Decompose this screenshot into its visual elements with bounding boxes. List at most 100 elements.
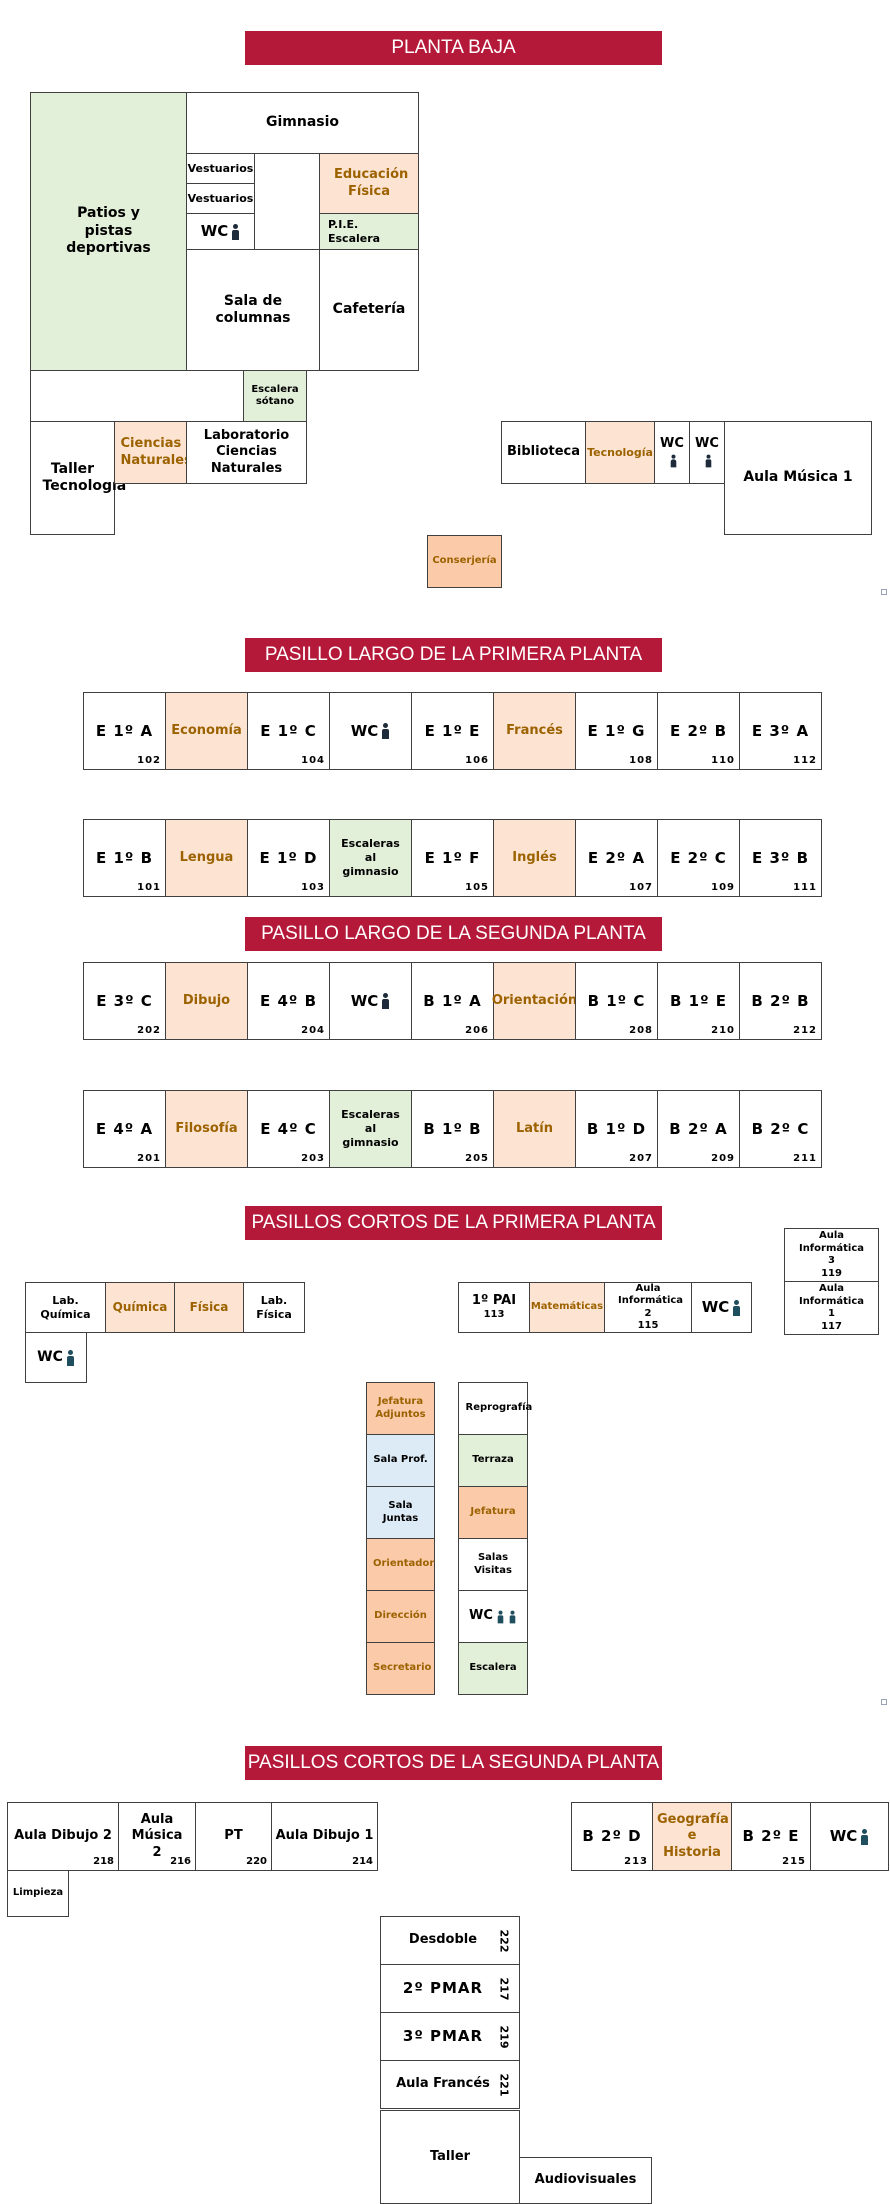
man-icon bbox=[705, 454, 712, 468]
room-escalera-sotano[interactable]: Escalera sótano bbox=[243, 370, 307, 422]
col-admin-left-item-4[interactable]: Orientador bbox=[366, 1538, 435, 1591]
room-wc-quimica[interactable]: WC bbox=[25, 1332, 87, 1383]
room-biblioteca[interactable]: Biblioteca bbox=[501, 421, 586, 484]
room-lab-quimica[interactable]: Lab. Química bbox=[25, 1282, 106, 1333]
room-conserjeria[interactable]: Conserjería bbox=[427, 535, 502, 588]
room-wc-b[interactable]: WC bbox=[689, 421, 725, 484]
col-admin-left-item-1[interactable]: Jefatura Adjuntos bbox=[366, 1382, 435, 1435]
room-cafeteria[interactable]: Cafetería bbox=[319, 249, 419, 371]
room-educacion-fisica[interactable]: Educación Física bbox=[319, 153, 419, 214]
room-vestuarios-2[interactable]: Vestuarios bbox=[186, 183, 255, 214]
room-lab-fisica[interactable]: Lab. Física bbox=[243, 1282, 305, 1333]
room-p1-top-4[interactable]: WC bbox=[329, 692, 412, 770]
room-sala-columnas[interactable]: Sala de columnas bbox=[186, 249, 320, 371]
room-number: 105 bbox=[465, 881, 489, 893]
room-label: Inglés bbox=[512, 849, 557, 865]
room-limpieza[interactable]: Limpieza bbox=[7, 1870, 69, 1917]
room-vestuarios-1[interactable]: Vestuarios bbox=[186, 153, 255, 184]
room-matematicas[interactable]: Matemáticas bbox=[529, 1282, 605, 1333]
room-tecnologia[interactable]: Tecnología bbox=[585, 421, 655, 484]
room-ciencias-naturales[interactable]: Ciencias Naturales bbox=[114, 421, 192, 484]
col-admin-right-item-3[interactable]: Jefatura bbox=[458, 1486, 528, 1539]
room-p2-bottom-2[interactable]: Filosofía bbox=[165, 1090, 248, 1168]
room-taller[interactable]: Taller bbox=[380, 2110, 520, 2204]
room-label: E 3º B bbox=[751, 848, 810, 867]
room-p2-bottom-6[interactable]: Latín bbox=[493, 1090, 576, 1168]
room-wc-geografia[interactable]: WC bbox=[810, 1802, 889, 1871]
room-p1-bottom-2[interactable]: Lengua bbox=[165, 819, 248, 897]
room-p1-top-2[interactable]: Economía bbox=[165, 692, 248, 770]
room-laboratorio-cn[interactable]: Laboratorio Ciencias Naturales bbox=[186, 421, 307, 484]
room-aula-musica-1[interactable]: Aula Música 1 bbox=[724, 421, 872, 535]
col-admin-right-item-2[interactable]: Terraza bbox=[458, 1434, 528, 1487]
room-pie-escalera[interactable]: P.I.E. Escalera bbox=[319, 213, 419, 250]
room-patios[interactable]: Patios y pistas deportivas bbox=[30, 92, 187, 371]
room-p1-bottom-6[interactable]: Inglés bbox=[493, 819, 576, 897]
room-quimica[interactable]: Química bbox=[105, 1282, 175, 1333]
col-admin-left-item-6[interactable]: Secretario bbox=[366, 1642, 435, 1695]
room-number: 219 bbox=[497, 2025, 511, 2048]
room-gimnasio[interactable]: Gimnasio bbox=[186, 92, 419, 154]
room-wc-gym[interactable]: WC bbox=[186, 213, 255, 250]
col-admin-right-item-6[interactable]: Escalera bbox=[458, 1642, 528, 1695]
col-admin-right-item-5[interactable]: WC bbox=[458, 1590, 528, 1643]
room-p2-bottom-4[interactable]: Escaleras al gimnasio bbox=[329, 1090, 412, 1168]
col-admin-left-item-3[interactable]: Sala Juntas bbox=[366, 1486, 435, 1539]
room-p2-top-6[interactable]: Orientación bbox=[492, 962, 577, 1040]
col-admin-right-item-4[interactable]: Salas Visitas bbox=[458, 1538, 528, 1591]
room-audiovisuales[interactable]: Audiovisuales bbox=[519, 2157, 652, 2204]
room-p1-top-6[interactable]: Francés bbox=[493, 692, 576, 770]
room-wc-a[interactable]: WC bbox=[654, 421, 690, 484]
room-taller-tecnologia[interactable]: Taller Tecnología bbox=[30, 421, 126, 535]
room-p1-bottom-4[interactable]: Escaleras al gimnasio bbox=[329, 819, 412, 897]
room-label: Física bbox=[189, 1300, 229, 1314]
col-admin-right-item-1[interactable]: Reprografía bbox=[458, 1382, 532, 1435]
col-admin-left-item-5[interactable]: Dirección bbox=[366, 1590, 435, 1643]
person-icon bbox=[381, 723, 390, 739]
room-p2-top-2[interactable]: Dibujo bbox=[165, 962, 248, 1040]
room-p2-top-4[interactable]: WC bbox=[329, 962, 412, 1040]
room-fisica[interactable]: Física bbox=[174, 1282, 244, 1333]
room-wc-pai[interactable]: WC bbox=[691, 1282, 752, 1333]
col-admin-left-item-2[interactable]: Sala Prof. bbox=[366, 1434, 435, 1487]
room-geografia-historia[interactable]: Geografía e Historia bbox=[652, 1802, 732, 1871]
